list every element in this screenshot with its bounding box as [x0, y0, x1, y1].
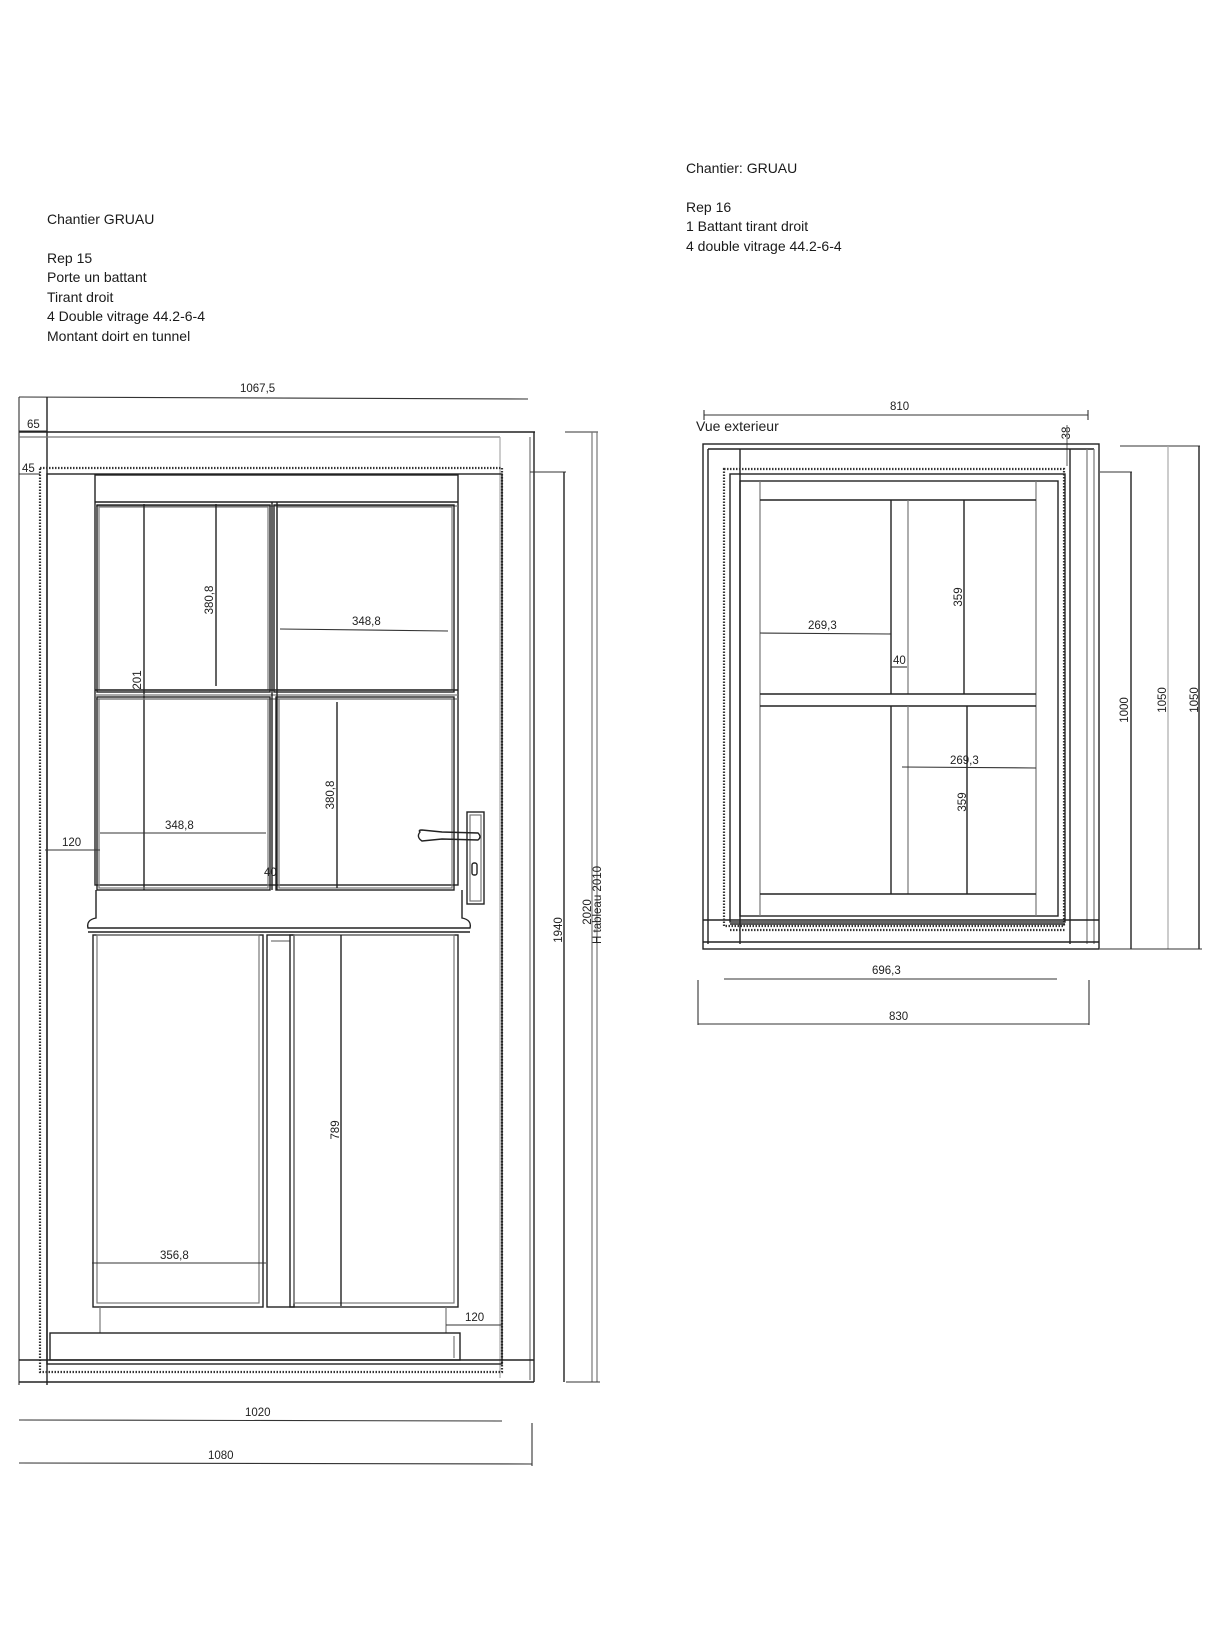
- rep16-line1: 1 Battant tirant droit: [686, 218, 809, 234]
- dim-glass-height-upper-left: 380,8: [204, 586, 216, 615]
- rep15-rep: Rep 15: [47, 249, 93, 266]
- dim-mullion: 40: [264, 867, 277, 879]
- dim-window-glass-height-lower: 359: [957, 792, 969, 811]
- dim-window-glass-height-upper: 359: [953, 587, 965, 606]
- window-elevation: 810 Vue exterieur 38 269,3 359 40: [696, 401, 1202, 1025]
- dim-leaf-height: 1940: [553, 917, 565, 943]
- door-elevation: 1067,5 65 45 380,8 201 348,8: [18, 383, 604, 1466]
- dim-overall-top-width: 1067,5: [240, 383, 275, 395]
- rep15-notes: Chantier GRUAU Rep 15 Porte un battant T…: [47, 210, 205, 346]
- dim-leaf-width: 1020: [245, 1407, 271, 1419]
- dim-window-mullion: 40: [893, 655, 906, 667]
- dim-overall-width: 1080: [208, 1450, 234, 1462]
- dim-opening-height: H tableau 2010: [592, 866, 604, 944]
- dim-glass-width-lower-left: 348,8: [165, 820, 194, 832]
- dim-window-glass-total-width: 696,3: [872, 965, 901, 977]
- dim-bottom-rail: 120: [465, 1312, 484, 1324]
- rep16-rep: Rep 16: [686, 198, 732, 215]
- rep15-chantier: Chantier GRUAU: [47, 211, 155, 227]
- view-label: Vue exterieur: [696, 418, 779, 434]
- rep15-line1: Porte un battant: [47, 269, 147, 285]
- dim-frame-height: 2020: [582, 899, 594, 925]
- dim-stile-left: 120: [62, 837, 81, 849]
- dim-glass-height-lower-right: 380,8: [325, 781, 337, 810]
- dim-panel-width: 356,8: [160, 1250, 189, 1262]
- dim-rail-offset: 201: [132, 670, 144, 689]
- dim-leaf-offset: 45: [22, 463, 35, 475]
- dim-panel-height: 789: [330, 1120, 342, 1139]
- rep15-line2: Tirant droit: [47, 288, 114, 305]
- dim-window-overall-height: 1050: [1189, 687, 1201, 713]
- dim-glass-width-upper-right: 348,8: [352, 616, 381, 628]
- dim-window-leaf-height: 1000: [1119, 697, 1131, 723]
- dim-window-overall-width: 830: [889, 1011, 908, 1023]
- rep15-line4: Montant doirt en tunnel: [47, 327, 191, 344]
- dim-window-glass-width-upper: 269,3: [808, 620, 837, 632]
- dim-window-top-width: 810: [890, 401, 909, 413]
- door-handle-icon: [417, 811, 485, 905]
- rep16-line2: 4 double vitrage 44.2-6-4: [686, 237, 842, 254]
- dim-window-frame-height: 1050: [1157, 687, 1169, 713]
- dim-window-glass-width-lower: 269,3: [950, 755, 979, 767]
- rep15-line3: 4 Double vitrage 44.2-6-4: [47, 308, 205, 324]
- rep16-notes: Chantier: GRUAU Rep 16 1 Battant tirant …: [686, 159, 842, 256]
- dim-frame-top: 65: [27, 419, 40, 431]
- rep16-chantier: Chantier: GRUAU: [686, 160, 798, 176]
